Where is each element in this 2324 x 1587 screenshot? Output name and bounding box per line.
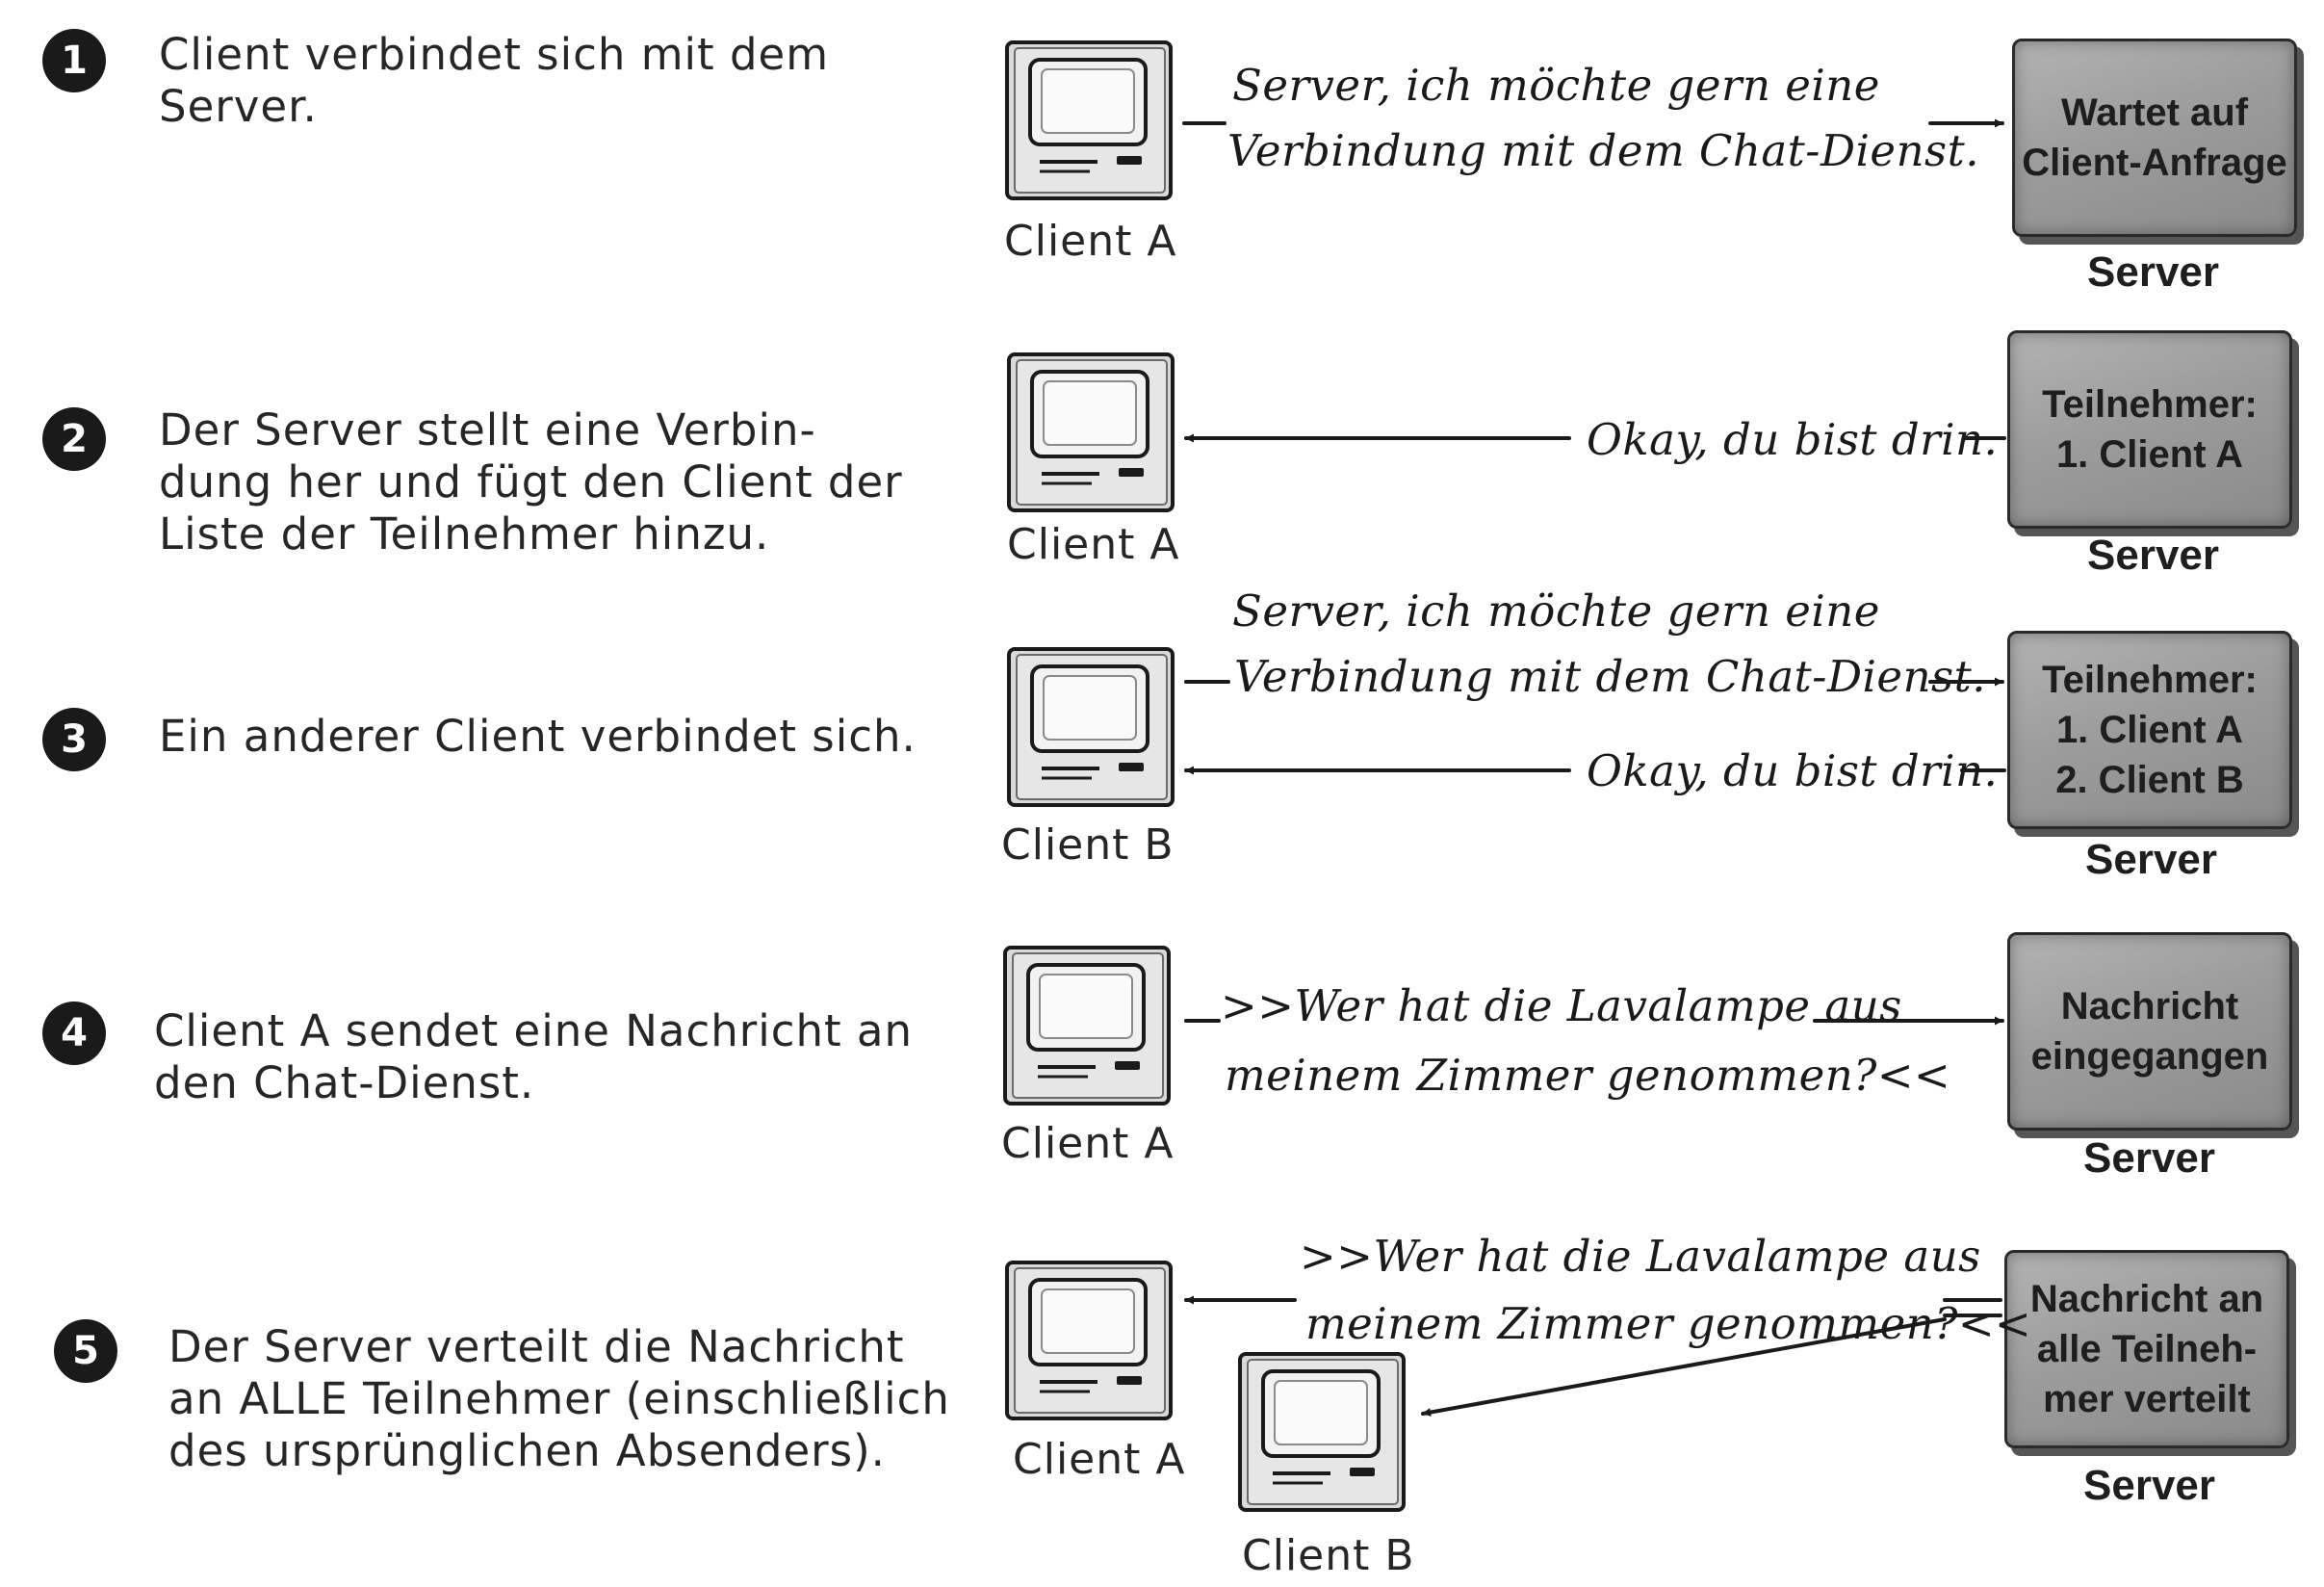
step-5-line-3: des ursprünglichen Absenders). [168, 1425, 886, 1476]
computer-icon [1001, 37, 1179, 205]
server-box-row3: Teilnehmer: 1. Client A 2. Client B [2007, 631, 2292, 829]
participants-heading: Teilnehmer: [2042, 659, 2258, 701]
step-5-text: Der Server verteilt die Nachricht an ALL… [168, 1321, 950, 1477]
participant-entry: 1. Client A [2055, 709, 2244, 751]
server-status-text: alle Teilneh- [2036, 1328, 2258, 1370]
computer-icon [999, 942, 1177, 1110]
step-4-line-1: Client A sendet eine Nachricht an [154, 1005, 914, 1056]
step-1-line-1: Client verbindet sich mit dem [159, 29, 830, 80]
chat-message-line-1: >>Wer hat die Lavalampe aus [1300, 1231, 1981, 1282]
step-4-badge: 4 [42, 1002, 106, 1065]
step-4-line-2: den Chat-Dienst. [154, 1057, 535, 1108]
participant-entry: 1. Client A [2055, 433, 2244, 476]
server-box-row2: Teilnehmer: 1. Client A [2007, 330, 2292, 529]
computer-icon [1001, 1257, 1179, 1425]
client-label-row4: Client A [1001, 1119, 1175, 1168]
server-label-row2: Server [2087, 532, 2220, 579]
client-label-row5a: Client A [1013, 1435, 1186, 1484]
connect-request-line-2: Verbindung mit dem Chat-Dienst. [1227, 125, 1980, 176]
client-label-row1: Client A [1004, 217, 1177, 266]
step-1-badge: 1 [42, 29, 106, 92]
server-box-row1: Wartet auf Client-Anfrage [2012, 39, 2297, 237]
chat-message-line-2: meinem Zimmer genommen?<< [1305, 1298, 2032, 1349]
step-1-line-2: Server. [159, 81, 318, 132]
participant-entry: 2. Client B [2055, 759, 2244, 801]
server-status-text: eingegangen [2030, 1035, 2269, 1078]
step-3-line-1: Ein anderer Client verbindet sich. [159, 711, 917, 762]
step-5-line-1: Der Server verteilt die Nachricht [168, 1321, 905, 1372]
computer-icon [1003, 349, 1181, 517]
step-2-line-3: Liste der Teilnehmer hinzu. [159, 508, 770, 559]
server-label-row3: Server [2085, 836, 2218, 883]
connect-request-line-1: Server, ich möchte gern eine [1232, 60, 1880, 111]
step-1-text: Client verbindet sich mit dem Server. [159, 29, 829, 133]
step-5-line-2: an ALLE Teilnehmer (einschließlich [168, 1373, 950, 1424]
server-status-text: Nachricht an [2029, 1278, 2264, 1320]
step-4-text: Client A sendet eine Nachricht an den Ch… [154, 1005, 913, 1109]
step-2-line-1: Der Server stellt eine Verbin- [159, 404, 816, 455]
step-2-badge: 2 [42, 407, 106, 471]
chat-message-line-1: >>Wer hat die Lavalampe aus [1221, 980, 1902, 1031]
server-label-row5: Server [2083, 1462, 2216, 1509]
server-label-row1: Server [2087, 248, 2220, 296]
computer-icon [1234, 1348, 1412, 1517]
okay-reply: Okay, du bist drin. [1587, 414, 1999, 465]
step-5-badge: 5 [54, 1319, 117, 1383]
server-box-row4: Nachricht eingegangen [2007, 932, 2292, 1131]
server-box-row5: Nachricht an alle Teilneh- mer verteilt [2004, 1250, 2289, 1448]
step-3-text: Ein anderer Client verbindet sich. [159, 711, 917, 763]
connect-request-line-2: Verbindung mit dem Chat-Dienst. [1234, 651, 1987, 702]
server-status-text: mer verteilt [2043, 1378, 2251, 1420]
connect-request-line-1: Server, ich möchte gern eine [1232, 585, 1880, 637]
computer-icon [1003, 643, 1181, 812]
step-2-text: Der Server stellt eine Verbin- dung her … [159, 404, 903, 560]
server-status-text: Nachricht [2060, 985, 2239, 1028]
client-label-row2: Client A [1007, 520, 1180, 569]
chat-message-line-2: meinem Zimmer genommen?<< [1225, 1050, 1951, 1101]
server-label-row4: Server [2083, 1134, 2216, 1182]
okay-reply: Okay, du bist drin. [1587, 745, 1999, 796]
step-2-line-2: dung her und fügt den Client der [159, 456, 903, 507]
server-status-text: Wartet auf [2060, 91, 2249, 134]
step-3-badge: 3 [42, 708, 106, 771]
participants-heading: Teilnehmer: [2042, 383, 2258, 426]
client-label-row5b: Client B [1242, 1531, 1415, 1580]
client-label-row3: Client B [1001, 820, 1175, 870]
server-status-text: Client-Anfrage [2022, 142, 2287, 184]
